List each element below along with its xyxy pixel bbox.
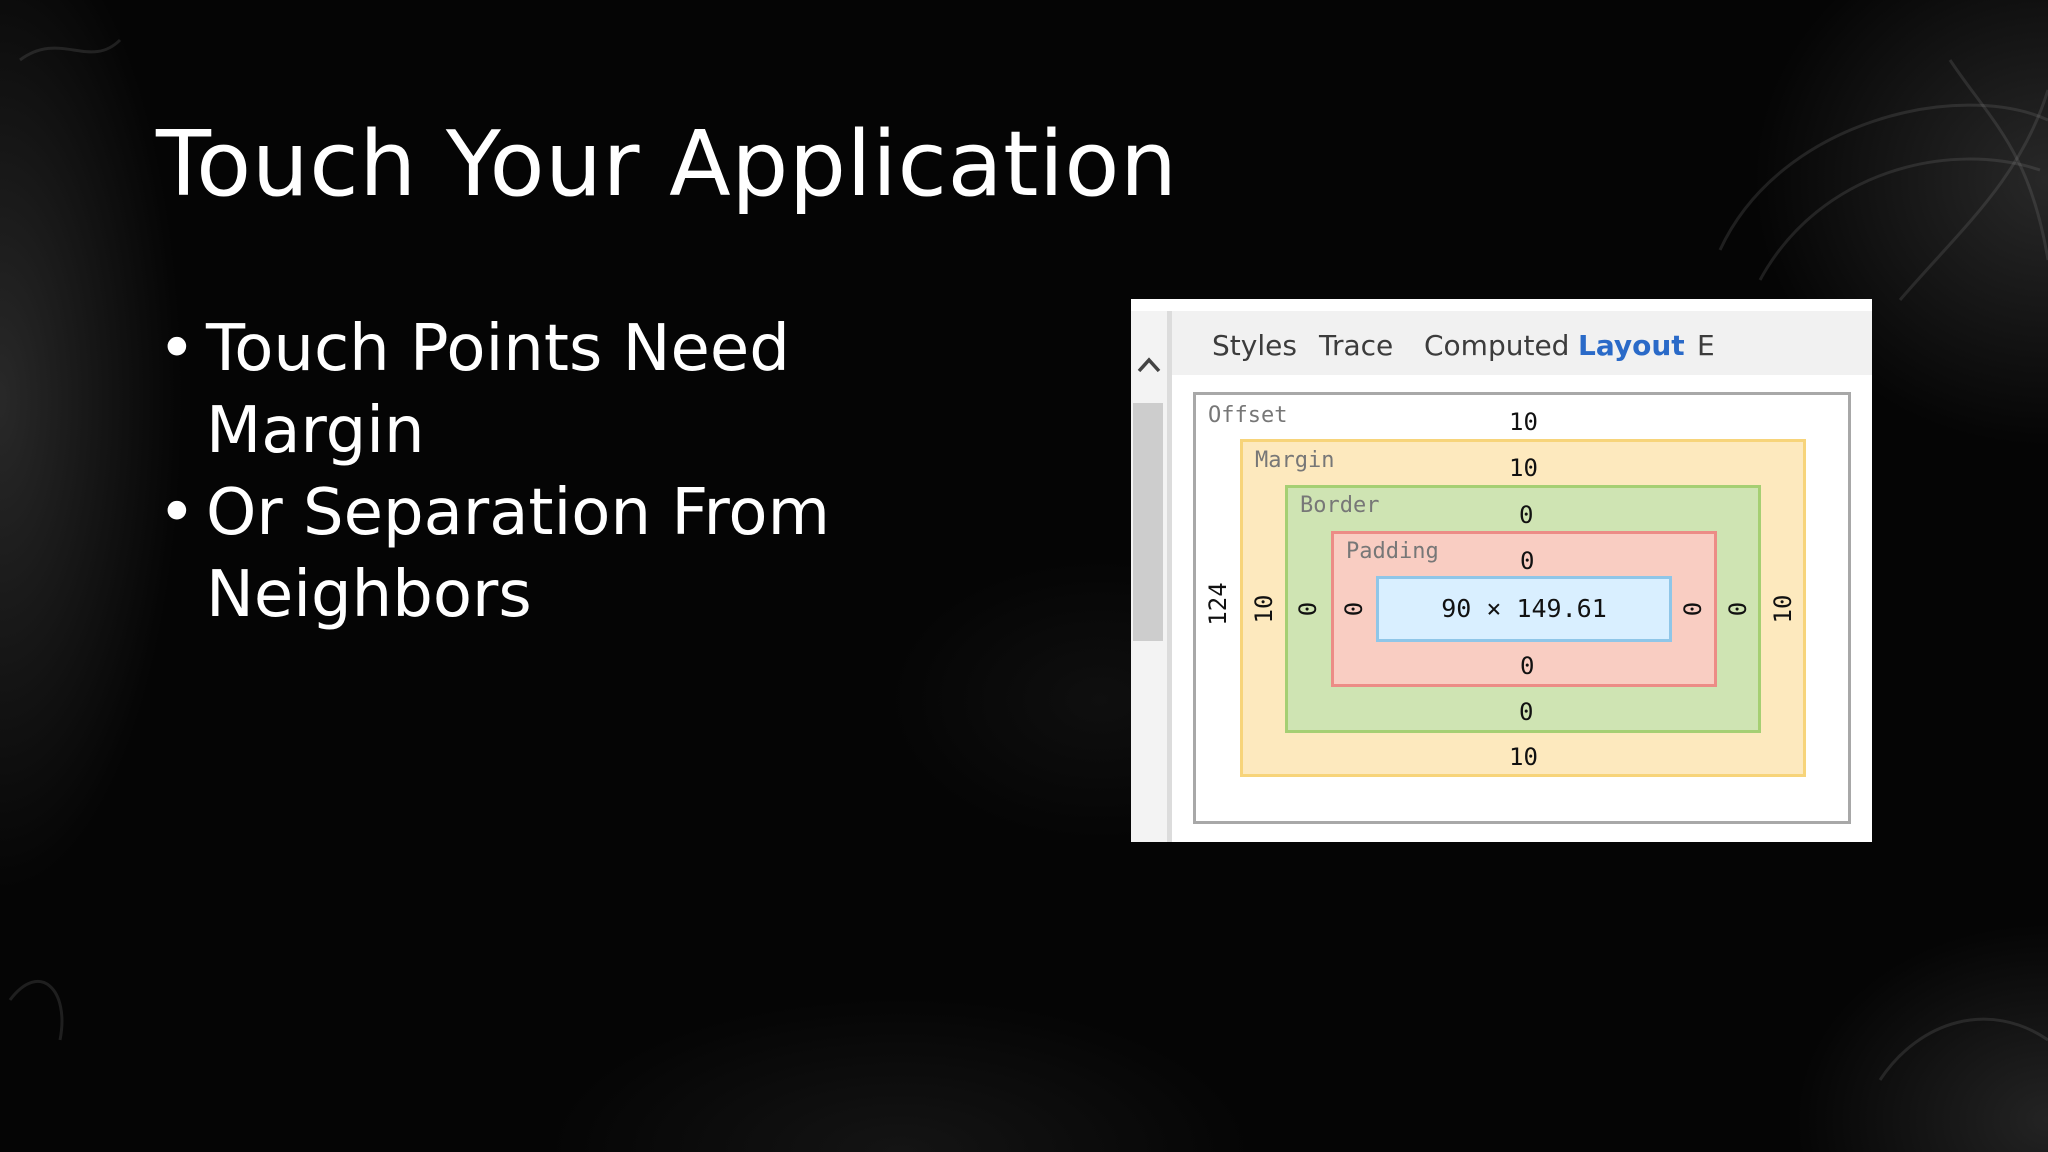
margin-label: Margin [1255,448,1335,473]
offset-top-value: 10 [1509,408,1538,436]
slide-title: Touch Your Application [156,112,1178,217]
bullet-dot: • [158,312,196,386]
margin-top-value: 10 [1509,454,1538,482]
bullet-item: • Or Separation From Neighbors [156,472,1056,636]
padding-label: Padding [1346,539,1439,564]
border-top-value: 0 [1519,501,1534,529]
margin-left-value: 10 [1250,594,1278,624]
box-model-diagram: Offset 10 124 Margin 10 10 10 10 Border … [1193,392,1851,824]
devtools-panel: Styles Trace Computed Layout E Offset 10… [1131,299,1872,842]
padding-left-value: 0 [1340,601,1368,617]
tab-trace[interactable]: Trace [1319,329,1394,362]
border-left-value: 0 [1294,601,1322,617]
tab-events-partial[interactable]: E [1697,329,1715,362]
tab-computed[interactable]: Computed [1424,329,1570,362]
bullet-dot: • [158,476,196,550]
padding-box: Padding 0 0 0 0 90 × 149.61 [1331,531,1717,687]
border-box: Border 0 0 0 0 Padding 0 0 0 0 90 × 149.… [1285,485,1761,733]
padding-right-value: 0 [1679,601,1707,617]
margin-bottom-value: 10 [1509,743,1538,771]
content-size-value: 90 × 149.61 [1441,594,1607,623]
bullet-list: • Touch Points Need Margin • Or Separati… [156,308,1056,636]
panel-divider[interactable] [1167,311,1172,842]
padding-bottom-value: 0 [1520,652,1535,680]
bullet-text: Or Separation From Neighbors [206,476,830,632]
scrollbar[interactable] [1131,311,1167,842]
margin-right-value: 10 [1769,594,1797,624]
margin-box: Margin 10 10 10 10 Border 0 0 0 0 Paddin… [1240,439,1806,777]
bullet-item: • Touch Points Need Margin [156,308,1056,472]
scrollbar-thumb[interactable] [1133,403,1163,641]
tab-styles[interactable]: Styles [1212,329,1297,362]
border-bottom-value: 0 [1519,698,1534,726]
devtools-tab-bar: Styles Trace Computed Layout E [1172,311,1872,375]
border-right-value: 0 [1724,601,1752,617]
tab-layout[interactable]: Layout [1578,329,1685,362]
chevron-up-icon[interactable] [1135,351,1163,379]
border-label: Border [1300,493,1380,518]
content-box: 90 × 149.61 [1376,576,1672,642]
offset-left-value: 124 [1204,582,1232,626]
padding-top-value: 0 [1520,547,1535,575]
offset-label: Offset [1208,403,1288,428]
bullet-text: Touch Points Need Margin [206,312,790,468]
